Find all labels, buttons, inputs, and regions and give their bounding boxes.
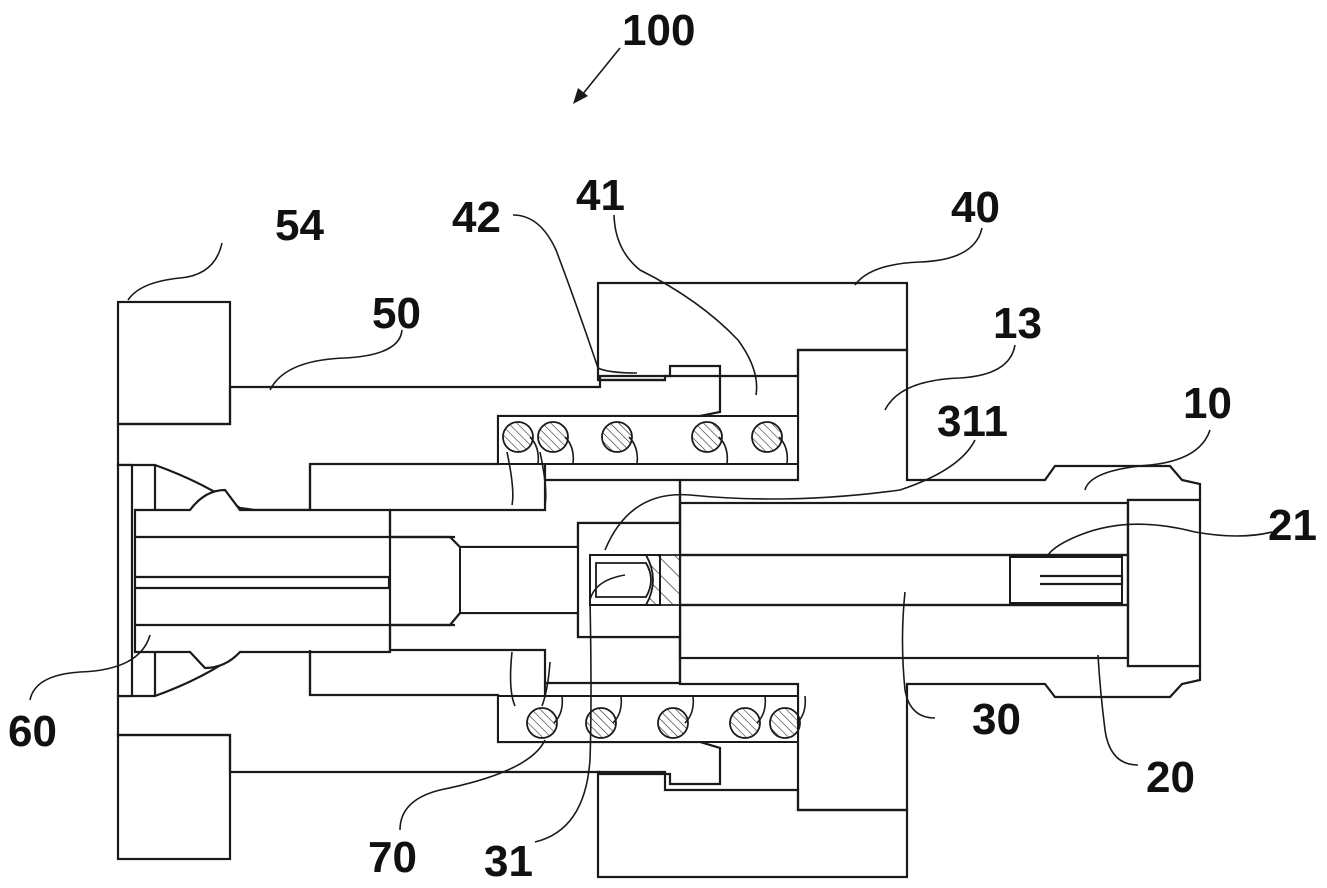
leader-60 — [29, 634, 151, 701]
spring-wire-section — [729, 707, 761, 739]
label-21: 21 — [1268, 501, 1317, 550]
leader-lines — [29, 214, 1273, 843]
label-60: 60 — [8, 707, 57, 756]
leader-54 — [127, 242, 223, 301]
spring-wire-section — [601, 421, 633, 453]
spring-wire-section — [769, 707, 801, 739]
label-30: 30 — [972, 695, 1021, 744]
spring-wire-section — [751, 421, 783, 453]
spring-coil-strand — [506, 451, 514, 506]
leader-42 — [512, 214, 638, 374]
leader-13 — [884, 344, 1016, 411]
spring-coil-strand — [539, 451, 547, 506]
label-13: 13 — [993, 299, 1042, 348]
label-41: 41 — [576, 171, 625, 220]
spring-wire-section — [657, 707, 689, 739]
label-70: 70 — [368, 833, 417, 882]
label-40: 40 — [951, 183, 1000, 232]
label-311: 311 — [937, 397, 1008, 446]
label-100: 100 — [622, 6, 695, 55]
pin-end-31 — [576, 521, 682, 639]
leader-311 — [604, 439, 976, 551]
leader-50 — [269, 329, 403, 391]
spring-wire-section — [537, 421, 569, 453]
label-31: 31 — [484, 837, 533, 886]
center-conductor-30 — [653, 553, 1130, 607]
spring-wire-section — [526, 707, 558, 739]
leader-10 — [1084, 429, 1211, 491]
leader-21 — [1047, 523, 1273, 556]
leader-20 — [1097, 654, 1139, 766]
spring-70 — [502, 421, 807, 739]
spring-wire-section — [691, 421, 723, 453]
label-54: 54 — [275, 201, 324, 250]
outer-conductor-10 — [678, 348, 1202, 812]
leader-31 — [534, 574, 626, 843]
leader-40 — [854, 227, 983, 286]
leader-30 — [901, 591, 936, 719]
leader-70 — [399, 739, 546, 831]
label-50: 50 — [372, 289, 421, 338]
label-20: 20 — [1146, 753, 1195, 802]
spring-coil-strand — [509, 651, 516, 707]
spring-coil-strand — [541, 661, 551, 707]
label-10: 10 — [1183, 379, 1232, 428]
label-42: 42 — [452, 193, 501, 242]
part-labels: 100 54 42 41 40 50 13 311 10 21 60 30 20… — [8, 6, 1317, 886]
contact-sleeve-60 — [116, 463, 455, 698]
spring-wire-section — [585, 707, 617, 739]
leader-41 — [613, 214, 758, 396]
assembly-arrow-100 — [573, 47, 621, 104]
spring-wire-section — [502, 421, 534, 453]
